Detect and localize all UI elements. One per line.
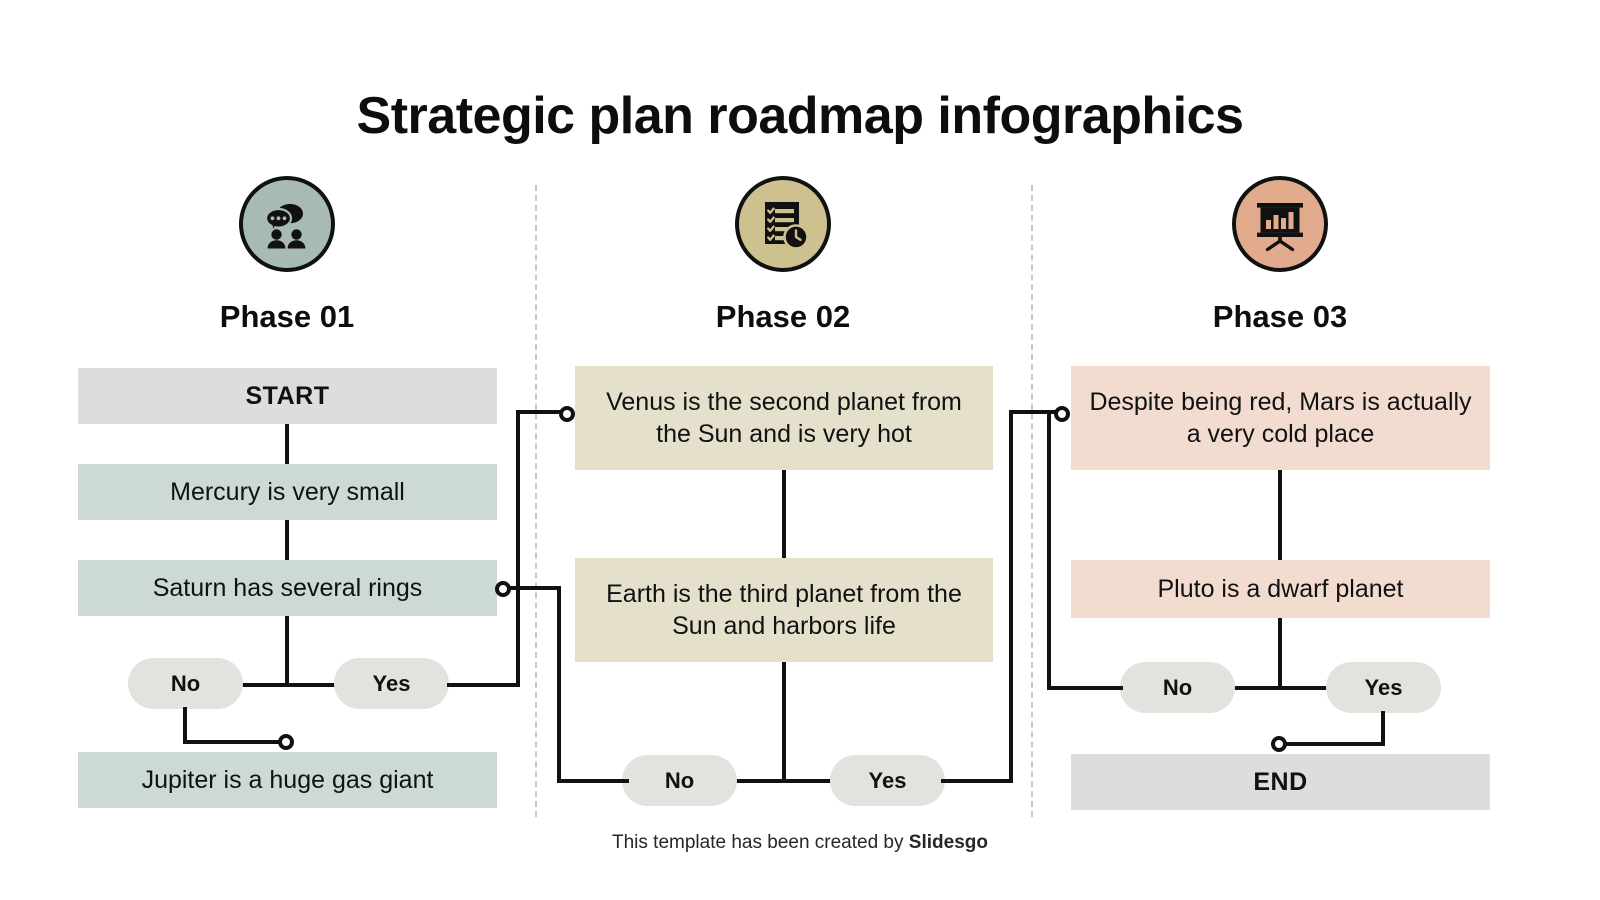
phase3-decision-yes[interactable]: Yes — [1326, 662, 1441, 713]
connector-p2-earth-to-decision — [782, 662, 786, 780]
connector-endpoint-end — [1271, 736, 1287, 752]
phase1-box-saturn[interactable]: Saturn has several rings — [78, 560, 497, 616]
connector-p1-no-right — [183, 740, 287, 744]
connector-p1-decision-row — [186, 683, 392, 687]
discussion-people-icon — [239, 176, 335, 272]
connector-endpoint-venus — [559, 406, 575, 422]
presentation-chart-icon — [1232, 176, 1328, 272]
connector-endpoint-mars — [1054, 406, 1070, 422]
phase-label-1: Phase 01 — [219, 299, 355, 334]
connector-p2-yes-up — [1009, 410, 1013, 783]
phase3-box-pluto[interactable]: Pluto is a dwarf planet — [1071, 560, 1490, 618]
column-divider-1 — [535, 185, 537, 817]
connector-p2-venus-to-earth — [782, 470, 786, 558]
connector-p3-yes-left — [1279, 742, 1385, 746]
connector-p1-start-to-mercury — [285, 424, 289, 464]
connector-p3-mars-to-pluto — [1278, 470, 1282, 560]
phase2-decision-no[interactable]: No — [622, 755, 737, 806]
phase1-box-mercury[interactable]: Mercury is very small — [78, 464, 497, 520]
phase-header-1: Phase 01 — [77, 176, 497, 335]
page-title: Strategic plan roadmap infographics — [356, 87, 1244, 145]
checklist-clock-icon — [735, 176, 831, 272]
connector-p1-yes-right — [447, 683, 520, 687]
connector-p2-yes-right — [941, 779, 1013, 783]
connector-p2-yes-to-mars — [1009, 410, 1060, 414]
phase1-decision-no[interactable]: No — [128, 658, 243, 709]
footer-brand[interactable]: Slidesgo — [908, 832, 988, 853]
phase-header-2: Phase 02 — [573, 176, 993, 335]
connector-endpoint-saturn — [495, 581, 511, 597]
connector-p1-mercury-to-saturn — [285, 520, 289, 560]
connector-p1-yes-to-venus — [516, 410, 564, 414]
connector-p1-no-down — [183, 707, 187, 742]
phase1-box-jupiter[interactable]: Jupiter is a huge gas giant — [78, 752, 497, 808]
phase1-decision-yes[interactable]: Yes — [334, 658, 449, 709]
phase2-decision-yes[interactable]: Yes — [830, 755, 945, 806]
phase-label-2: Phase 02 — [715, 299, 851, 334]
connector-p2-no-to-saturn — [508, 586, 560, 590]
phase3-box-end[interactable]: END — [1071, 754, 1490, 810]
connector-p3-no-up — [1047, 410, 1051, 688]
phase-label-3: Phase 03 — [1212, 299, 1348, 334]
connector-p1-saturn-to-decision — [285, 616, 289, 685]
column-divider-2 — [1031, 185, 1033, 817]
connector-p1-yes-up — [516, 410, 520, 685]
connector-p3-decision-row — [1178, 686, 1384, 690]
footer-text: This template has been created by — [612, 832, 909, 853]
connector-p2-decision-row — [680, 779, 886, 783]
phase3-decision-no[interactable]: No — [1120, 662, 1235, 713]
phase2-box-earth[interactable]: Earth is the third planet from the Sun a… — [575, 558, 993, 662]
connector-p2-no-up — [557, 586, 561, 783]
footer-credit: This template has been created by Slides… — [0, 832, 1600, 854]
connector-p2-no-left — [557, 779, 629, 783]
connector-p3-pluto-to-decision — [1278, 618, 1282, 688]
phase2-box-venus[interactable]: Venus is the second planet from the Sun … — [575, 366, 993, 470]
phase1-box-start[interactable]: START — [78, 368, 497, 424]
phase3-box-mars[interactable]: Despite being red, Mars is actually a ve… — [1071, 366, 1490, 470]
phase-header-3: Phase 03 — [1070, 176, 1490, 335]
connector-endpoint-jupiter — [278, 734, 294, 750]
connector-p3-yes-down — [1381, 711, 1385, 744]
connector-p3-no-left — [1047, 686, 1123, 690]
